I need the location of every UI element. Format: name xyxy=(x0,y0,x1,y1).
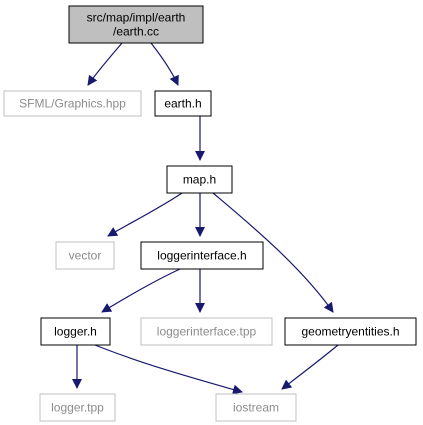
node-label: loggerinterface.h xyxy=(157,249,246,263)
edge-geometryentities-h-to-iostream xyxy=(281,344,339,390)
edge-earth-cc-to-earth-h xyxy=(150,42,179,86)
node-label: loggerinterface.tpp xyxy=(157,325,257,339)
node-label: logger.tpp xyxy=(51,401,104,415)
node-geometryentities-h[interactable]: geometryentities.h xyxy=(284,317,417,346)
node-label: earth.h xyxy=(164,97,201,111)
node-logger-h[interactable]: logger.h xyxy=(40,317,111,346)
node-box xyxy=(68,5,204,44)
node-earth-cc[interactable]: src/map/impl/earth/earth.cc xyxy=(68,5,204,44)
edge-map-h-to-geometryentities-h xyxy=(212,192,334,313)
node-label: map.h xyxy=(183,173,216,187)
node-label: SFML/Graphics.hpp xyxy=(19,97,126,111)
node-box xyxy=(166,165,233,194)
edge-map-h-to-vector xyxy=(107,192,183,237)
node-logger-tpp: logger.tpp xyxy=(39,393,116,422)
node-map-h[interactable]: map.h xyxy=(166,165,233,194)
node-box xyxy=(154,90,212,117)
node-box xyxy=(140,317,273,346)
node-label: vector xyxy=(69,249,102,263)
edge-logger-h-to-iostream xyxy=(94,344,243,395)
node-loggerinterface-h[interactable]: loggerinterface.h xyxy=(140,241,264,270)
node-loggerinterface-tpp: loggerinterface.tpp xyxy=(140,317,273,346)
node-box xyxy=(284,317,417,346)
node-label: geometryentities.h xyxy=(301,325,399,339)
nodes-layer: src/map/impl/earth/earth.ccSFML/Graphics… xyxy=(3,5,417,422)
node-box xyxy=(55,241,115,270)
node-box xyxy=(3,90,142,117)
node-iostream: iostream xyxy=(215,393,297,422)
edges-layer xyxy=(72,42,339,395)
node-box xyxy=(140,241,264,270)
node-label: /earth.cc xyxy=(113,25,159,39)
edge-loggerinterface-h-to-logger-h xyxy=(101,268,181,313)
node-sfml-graphics: SFML/Graphics.hpp xyxy=(3,90,142,117)
node-label: logger.h xyxy=(54,325,97,339)
edge-earth-cc-to-sfml-graphics xyxy=(87,42,123,86)
node-box xyxy=(40,317,111,346)
node-box xyxy=(215,393,297,422)
node-vector: vector xyxy=(55,241,115,270)
node-label: iostream xyxy=(233,401,279,415)
node-earth-h[interactable]: earth.h xyxy=(154,90,212,117)
node-box xyxy=(39,393,116,422)
node-label: src/map/impl/earth xyxy=(87,11,186,25)
